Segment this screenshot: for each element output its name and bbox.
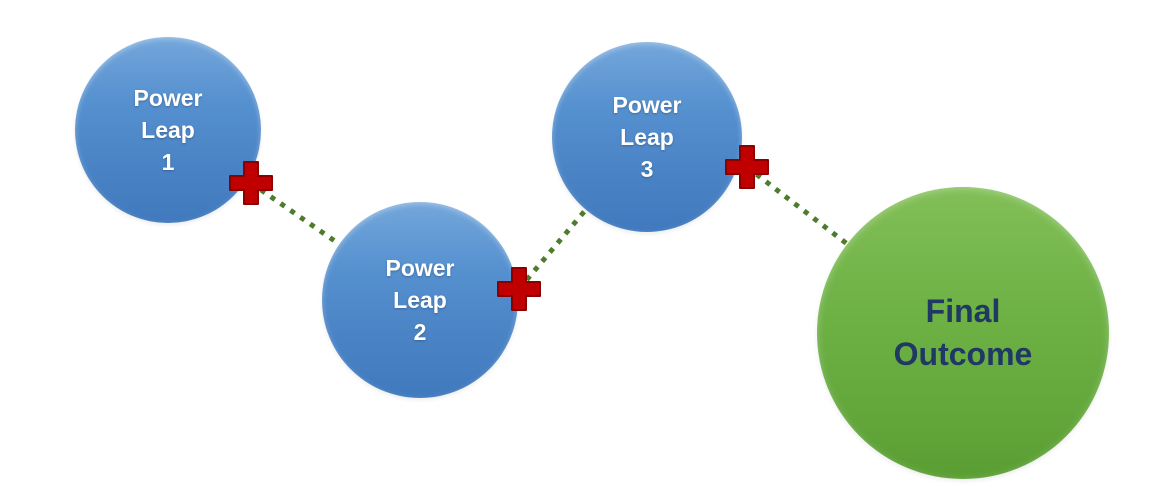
node-power-leap-2-label: Power Leap 2 — [385, 254, 455, 346]
dotted-connector-2-3 — [517, 135, 649, 291]
node-power-leap-1: Power Leap 1 — [75, 37, 261, 223]
node-power-leap-3: Power Leap 3 — [552, 42, 742, 232]
plus-icon-2 — [495, 265, 543, 313]
node-final-outcome-label: Final Outcome — [893, 292, 1033, 372]
node-power-leap-3-label: Power Leap 3 — [612, 91, 682, 183]
plus-icon-glyph — [725, 145, 769, 189]
node-power-leap-1-label: Power Leap 1 — [133, 84, 203, 176]
plus-icon-3 — [723, 143, 771, 191]
plus-icon-glyph — [497, 267, 541, 311]
plus-icon-glyph — [229, 161, 273, 205]
plus-icon-1 — [227, 159, 275, 207]
node-power-leap-2: Power Leap 2 — [322, 202, 518, 398]
node-final-outcome: Final Outcome — [817, 187, 1109, 479]
